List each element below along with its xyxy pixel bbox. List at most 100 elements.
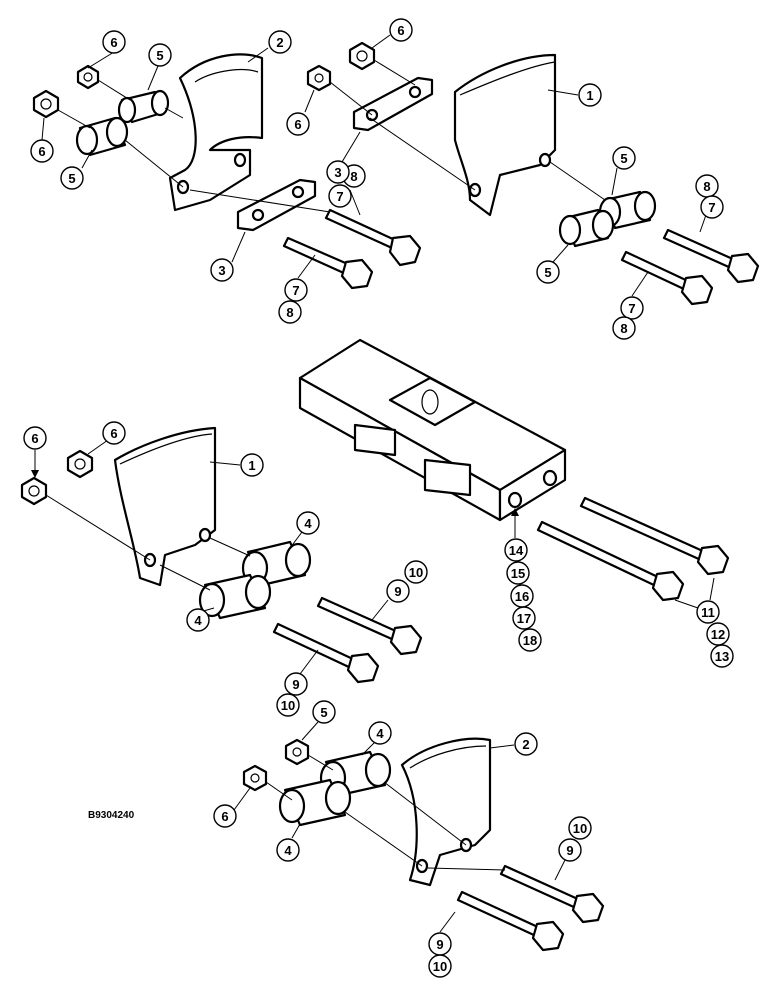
- spacer-5-right-lower: [558, 208, 615, 248]
- assembly-top-right: [306, 41, 760, 306]
- svg-text:7: 7: [628, 301, 635, 316]
- svg-text:6: 6: [110, 426, 117, 441]
- callout-1: 1: [240, 453, 264, 477]
- callout-6: 6: [389, 18, 413, 42]
- callout-14: 14: [504, 538, 528, 562]
- svg-text:6: 6: [110, 35, 117, 50]
- bolt-7-8-upper: [324, 208, 422, 267]
- svg-text:5: 5: [620, 151, 627, 166]
- svg-text:3: 3: [218, 263, 225, 278]
- figure-id-label: B9304240: [88, 810, 135, 821]
- bolt-9-10-upper: [316, 596, 423, 656]
- svg-text:5: 5: [156, 48, 163, 63]
- callout-4: 4: [368, 721, 392, 745]
- callout-5: 5: [60, 166, 84, 190]
- callout-6: 6: [102, 421, 126, 445]
- plate-3-top-right: [352, 76, 434, 132]
- callout-8: 8: [612, 316, 636, 340]
- svg-text:1: 1: [248, 458, 255, 473]
- svg-text:9: 9: [436, 937, 443, 952]
- svg-text:8: 8: [350, 169, 357, 184]
- callout-9: 9: [428, 932, 452, 956]
- svg-text:9: 9: [566, 843, 573, 858]
- bolt-7-8-right-lower: [620, 250, 714, 306]
- bracket-2-top-left: [168, 53, 264, 212]
- svg-text:9: 9: [292, 677, 299, 692]
- svg-text:7: 7: [336, 189, 343, 204]
- callout-15: 15: [506, 561, 530, 585]
- center-block: [298, 338, 730, 602]
- callout-8: 8: [278, 300, 302, 324]
- callout-6: 6: [23, 426, 47, 450]
- bracket-1-middle-left: [113, 426, 217, 587]
- svg-text:6: 6: [294, 117, 301, 132]
- svg-text:7: 7: [292, 283, 299, 298]
- assembly-top-left: [32, 53, 422, 290]
- long-bolt-11-13-upper: [579, 496, 730, 576]
- callout-17: 17: [512, 606, 536, 630]
- callout-1: 1: [578, 83, 602, 107]
- callout-2: 2: [268, 30, 292, 54]
- svg-text:4: 4: [376, 726, 384, 741]
- svg-text:8: 8: [703, 179, 710, 194]
- callout-4: 4: [296, 511, 320, 535]
- callout-7: 7: [620, 296, 644, 320]
- callouts: 6 5 2 6 5 3 7 8 7 8 6 6 1 3 5 5 8 7 7 8: [23, 18, 734, 978]
- callout-10: 10: [568, 816, 592, 840]
- callout-16: 16: [510, 584, 534, 608]
- callout-10: 10: [428, 954, 452, 978]
- svg-text:10: 10: [573, 821, 587, 836]
- svg-text:6: 6: [221, 809, 228, 824]
- bolt-9-10-bottom-upper: [499, 864, 605, 924]
- nut-bottom-upper: [284, 738, 310, 766]
- callout-5: 5: [148, 43, 172, 67]
- nut-6-bottom: [242, 764, 268, 792]
- callout-11: 11: [696, 600, 720, 624]
- callout-4: 4: [186, 608, 210, 632]
- bolt-7-8-lower: [282, 236, 374, 290]
- svg-text:6: 6: [31, 431, 38, 446]
- spacer-4-lower: [198, 573, 272, 620]
- callout-6: 6: [30, 139, 54, 163]
- svg-text:18: 18: [523, 633, 537, 648]
- bolt-7-8-right-upper: [662, 228, 760, 284]
- spacer-4-bottom-lower: [278, 778, 352, 827]
- bolt-9-10-lower: [272, 622, 380, 684]
- long-bolt-11-13-lower: [536, 520, 685, 602]
- svg-text:4: 4: [304, 516, 312, 531]
- svg-text:8: 8: [286, 305, 293, 320]
- callout-8: 8: [695, 174, 719, 198]
- svg-text:2: 2: [276, 35, 283, 50]
- svg-text:10: 10: [433, 959, 447, 974]
- callout-5: 5: [536, 260, 560, 284]
- callout-3: 3: [210, 258, 234, 282]
- callout-7: 7: [284, 278, 308, 302]
- callout-10: 10: [404, 560, 428, 584]
- nut-6-f: [20, 476, 48, 506]
- assembly-bottom: [242, 737, 605, 952]
- assembly-middle-left: [20, 426, 423, 684]
- plate-3-top-left: [236, 178, 317, 232]
- nut-6-a: [76, 64, 100, 90]
- spacer-5-lower: [75, 116, 129, 157]
- callout-9: 9: [386, 579, 410, 603]
- nut-6-d: [306, 64, 332, 92]
- svg-text:1: 1: [586, 88, 593, 103]
- callout-2: 2: [514, 732, 538, 756]
- svg-text:15: 15: [511, 566, 525, 581]
- callout-3: 3: [326, 160, 350, 184]
- svg-text:9: 9: [394, 584, 401, 599]
- svg-text:7: 7: [708, 200, 715, 215]
- callout-6: 6: [102, 30, 126, 54]
- svg-text:12: 12: [711, 627, 725, 642]
- callout-12: 12: [706, 622, 730, 646]
- callout-4: 4: [276, 838, 300, 862]
- callout-6: 6: [286, 112, 310, 136]
- nut-6-c: [348, 41, 376, 71]
- bracket-2-bottom: [400, 737, 492, 887]
- spacer-5-upper: [117, 89, 170, 124]
- nut-6-e: [66, 449, 94, 479]
- callout-10: 10: [276, 693, 300, 717]
